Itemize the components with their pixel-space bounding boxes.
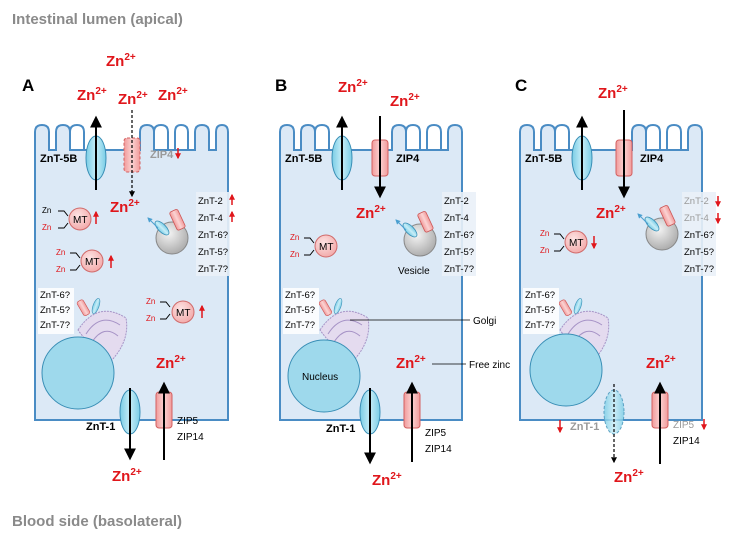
panel-a-zinc-cyto: Zn2+ <box>110 198 140 216</box>
panel-a-golgi-list-1: ZnT-5? <box>40 305 70 316</box>
panel-b: B Zn2+ Zn2+ ZnT-5B ZIP4 Zn2+ Zn Zn MT Ve… <box>275 76 510 489</box>
panel-a-zinc-top: Zn2+ <box>106 52 136 70</box>
svg-text:Zn: Zn <box>290 233 299 242</box>
panel-b-vesicle <box>395 211 437 257</box>
panel-c-golgi-list-2: ZnT-7? <box>525 320 555 331</box>
panel-b-golgi-label: Golgi <box>473 316 496 327</box>
header-basolateral: Blood side (basolateral) <box>12 513 182 530</box>
panel-b-zinc-top-right: Zn2+ <box>390 92 420 110</box>
svg-text:Zn: Zn <box>290 250 299 259</box>
panel-a-zip5-label: ZIP5 <box>177 416 199 427</box>
panel-c-zinc-blood: Zn2+ <box>614 468 644 486</box>
panel-b-vesicle-list-1: ZnT-4 <box>444 213 469 224</box>
panel-c: C Zn2+ ZnT-5B ZIP4 Zn2+ Zn Zn MT ZnT-2 Z… <box>515 76 721 486</box>
panel-a-vesicle-list-0: ZnT-2 <box>198 196 223 207</box>
panel-c-zinc-top: Zn2+ <box>598 84 628 102</box>
panel-b-vesicle-list-4: ZnT-7? <box>444 264 474 275</box>
panel-a-zinc-blood: Zn2+ <box>112 467 142 485</box>
panel-b-vesicle-label: Vesicle <box>398 266 430 277</box>
panel-b-mt-label: MT <box>319 242 333 253</box>
panel-a-mt-label-1: MT <box>73 215 87 226</box>
panel-c-label: C <box>515 76 527 95</box>
panel-c-vesicle-list-2: ZnT-6? <box>684 230 714 241</box>
panel-c-mt: Zn Zn MT <box>540 229 597 255</box>
panel-b-nucleus <box>287 339 361 413</box>
panel-c-vesicle-list-4: ZnT-7? <box>684 264 714 275</box>
panel-a-zinc-left: Zn2+ <box>77 86 107 104</box>
panel-b-zip5-label: ZIP5 <box>425 428 447 439</box>
panel-a-vesicle-list-3: ZnT-5? <box>198 247 228 258</box>
panel-b-zinc-cyto: Zn2+ <box>356 204 386 222</box>
panel-a-zinc-right: Zn2+ <box>158 86 188 104</box>
panel-a-golgi-list-2: ZnT-7? <box>40 320 70 331</box>
panel-c-zip4-label: ZIP4 <box>640 153 664 165</box>
panel-b-label: B <box>275 76 287 95</box>
panel-c-nucleus <box>529 333 603 407</box>
panel-a-vesicle-list-2: ZnT-6? <box>198 230 228 241</box>
panel-a-mt-3: Zn Zn MT <box>146 297 205 324</box>
panel-c-golgi-list-1: ZnT-5? <box>525 305 555 316</box>
panel-b-vesicle-list-2: ZnT-6? <box>444 230 474 241</box>
panel-c-znt1-label: ZnT-1 <box>570 421 599 433</box>
panel-c-golgi-list-0: ZnT-6? <box>525 290 555 301</box>
panel-c-vesicle-list-1: ZnT-4 <box>684 213 709 224</box>
svg-text:Zn: Zn <box>42 223 51 232</box>
panel-a-vesicle-list-1: ZnT-4 <box>198 213 223 224</box>
panel-a-zip14-label: ZIP14 <box>177 432 204 443</box>
svg-text:Zn: Zn <box>146 314 155 323</box>
panel-a-mt-2: Zn Zn MT <box>56 248 114 274</box>
svg-text:Zn: Zn <box>56 248 65 257</box>
panel-c-vesicle-list-3: ZnT-5? <box>684 247 714 258</box>
panel-a-mt-1: Zn Zn MT <box>42 206 99 232</box>
panel-a-mt-label-2: MT <box>85 257 99 268</box>
header-apical: Intestinal lumen (apical) <box>12 11 183 28</box>
panel-b-mt: Zn Zn MT <box>290 233 338 259</box>
panel-a-znt1-label: ZnT-1 <box>86 421 115 433</box>
panel-a-vesicle <box>147 209 189 255</box>
svg-text:Zn: Zn <box>146 297 155 306</box>
panel-a-zinc-low: Zn2+ <box>156 354 186 372</box>
svg-text:Zn: Zn <box>540 229 549 238</box>
panel-b-znt1-label: ZnT-1 <box>326 423 355 435</box>
panel-a-znt5b-label: ZnT-5B <box>40 153 77 165</box>
panel-b-zinc-top-left: Zn2+ <box>338 78 368 96</box>
panel-b-golgi-list-2: ZnT-7? <box>285 320 315 331</box>
panel-c-zinc-low: Zn2+ <box>646 354 676 372</box>
panel-c-vesicle <box>637 205 679 251</box>
panel-b-golgi-list-1: ZnT-5? <box>285 305 315 316</box>
panel-a: A Zn2+ Zn2+ Zn2+ Zn2+ ZnT-5B ZIP4 Zn2+ Z… <box>22 52 235 485</box>
panel-a-zip4-label: ZIP4 <box>150 149 174 161</box>
panel-b-golgi-list-0: ZnT-6? <box>285 290 315 301</box>
panel-b-vesicle-list-3: ZnT-5? <box>444 247 474 258</box>
panel-b-zip4-label: ZIP4 <box>396 153 420 165</box>
panel-c-zinc-cyto: Zn2+ <box>596 204 626 222</box>
panel-a-vesicle-list-4: ZnT-7? <box>198 264 228 275</box>
panel-a-nucleus <box>41 336 115 410</box>
panel-b-vesicle-list-0: ZnT-2 <box>444 196 469 207</box>
panel-b-zinc-blood: Zn2+ <box>372 471 402 489</box>
panel-c-zip14-label: ZIP14 <box>673 436 700 447</box>
panel-c-vesicle-list-0: ZnT-2 <box>684 196 709 207</box>
panel-a-golgi-list-0: ZnT-6? <box>40 290 70 301</box>
svg-text:Zn: Zn <box>540 246 549 255</box>
panel-a-mt-label-3: MT <box>176 308 190 319</box>
panel-b-zinc-free: Zn2+ <box>396 354 426 372</box>
panel-a-zinc-mid: Zn2+ <box>118 90 148 108</box>
svg-text:Zn: Zn <box>42 206 51 215</box>
panel-c-mt-label: MT <box>569 238 583 249</box>
panel-c-zip5-label: ZIP5 <box>673 420 695 431</box>
panel-b-znt5b-label: ZnT-5B <box>285 153 322 165</box>
panel-b-zip14-label: ZIP14 <box>425 444 452 455</box>
panel-b-free-zinc-label: Free zinc <box>469 360 510 371</box>
panel-b-nucleus-label: Nucleus <box>302 372 338 383</box>
panel-a-label: A <box>22 76 34 95</box>
svg-text:Zn: Zn <box>56 265 65 274</box>
panel-c-znt5b-label: ZnT-5B <box>525 153 562 165</box>
